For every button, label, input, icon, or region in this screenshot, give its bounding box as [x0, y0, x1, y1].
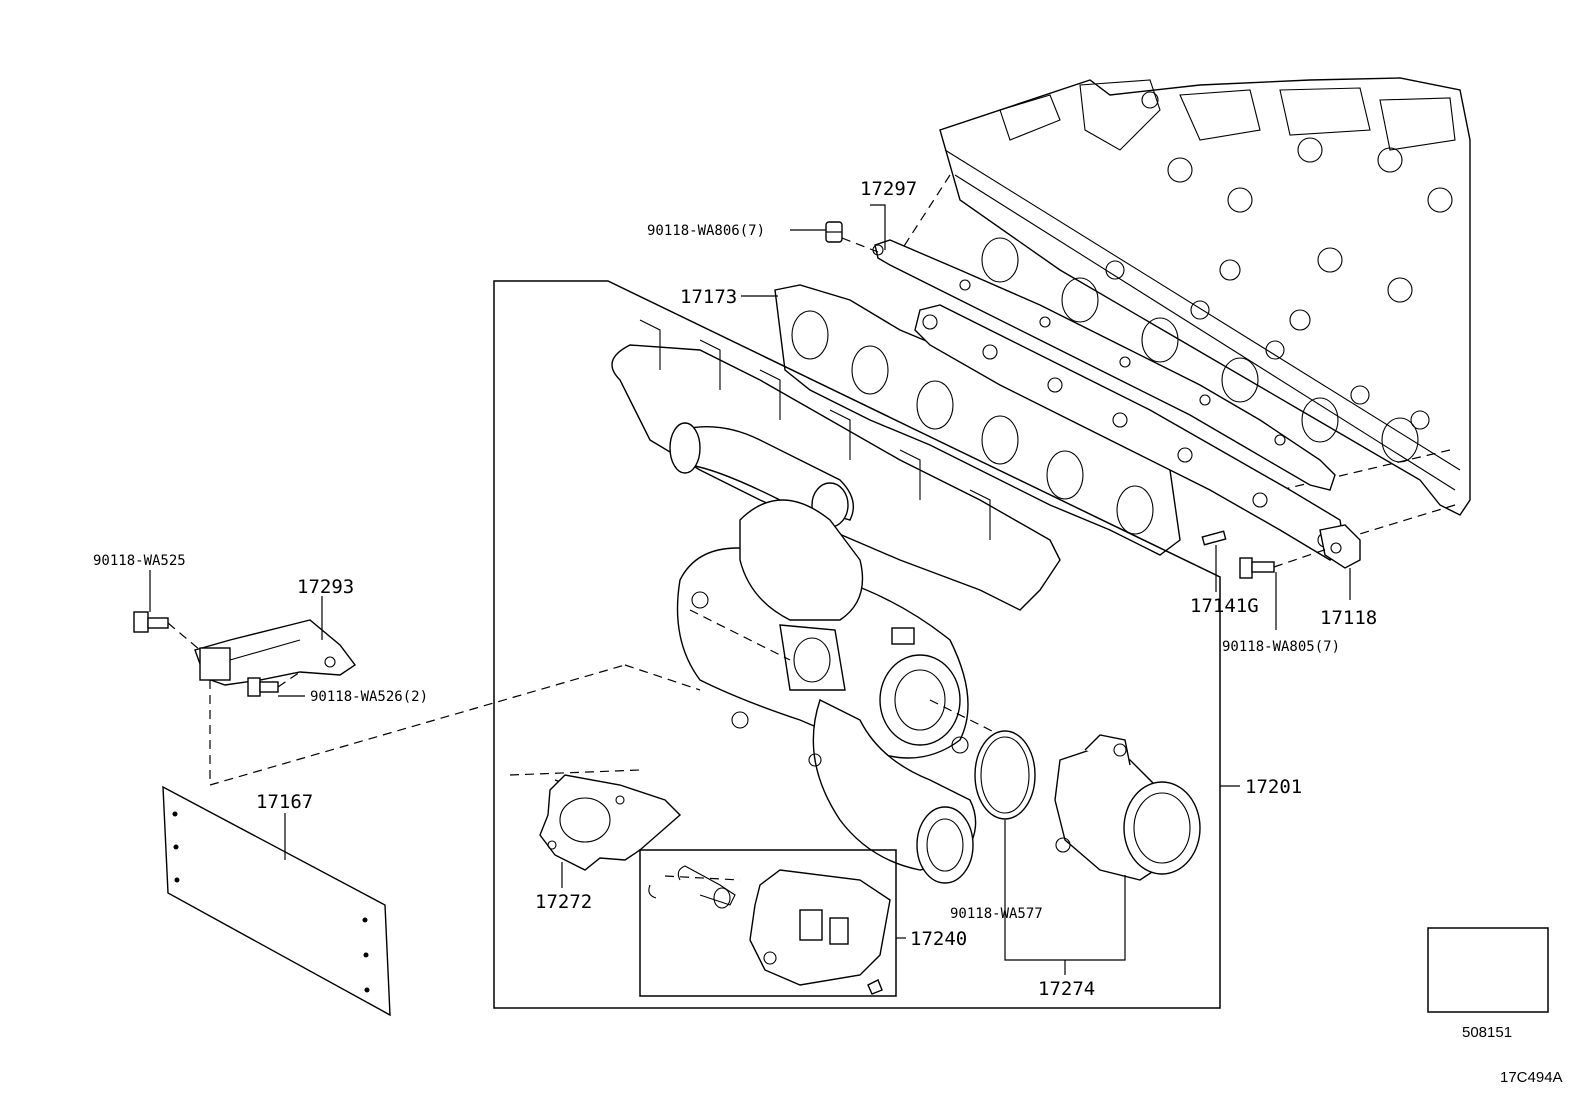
part-17240-actuator: [648, 865, 891, 995]
part-17272-heat-insulator: [539, 774, 682, 871]
cylinder-head-illustration: [939, 77, 1471, 516]
part-17274-outlet-elbow: [974, 730, 1201, 881]
pin-17141G: [1201, 530, 1227, 546]
turbocharger-illustration: [611, 319, 1061, 884]
bolt-90118-WA526: [247, 677, 279, 697]
label-90118-WA806: 90118-WA806(7): [647, 223, 765, 239]
part-17297-plate: [872, 239, 1336, 491]
label-90118-WA526: 90118-WA526(2): [310, 689, 428, 705]
label-90118-WA577: 90118-WA577: [950, 906, 1043, 922]
label-90118-WA805: 90118-WA805(7): [1222, 639, 1340, 655]
turbo-assembly-box: [493, 280, 1221, 1009]
nut-90118-WA806: [825, 221, 843, 243]
actuator-subassembly-box: [639, 849, 897, 997]
label-17167: 17167: [256, 791, 313, 813]
leader-lines: [149, 204, 1351, 975]
diagram-code: 17C494A: [1500, 1069, 1563, 1086]
label-17141G: 17141G: [1190, 595, 1259, 617]
label-17272: 17272: [535, 891, 592, 913]
bracket-17118: [1319, 524, 1361, 569]
part-17173-gasket: [774, 284, 1181, 556]
label-17293: 17293: [297, 576, 354, 598]
label-17240: 17240: [910, 928, 967, 950]
bolt-90118-WA525: [133, 611, 169, 633]
part-17293-bracket: [194, 619, 357, 686]
label-90118-WA525: 90118-WA525: [93, 553, 186, 569]
label-17173: 17173: [680, 286, 737, 308]
reference-box-508151: [1427, 927, 1549, 1013]
label-508151: 508151: [1462, 1024, 1512, 1041]
label-17201: 17201: [1245, 776, 1302, 798]
label-17118: 17118: [1320, 607, 1377, 629]
label-17274: 17274: [1038, 978, 1095, 1000]
part-17167-label-plate: [162, 785, 391, 1017]
label-17297: 17297: [860, 178, 917, 200]
bolt-90118-WA805: [1239, 557, 1275, 579]
